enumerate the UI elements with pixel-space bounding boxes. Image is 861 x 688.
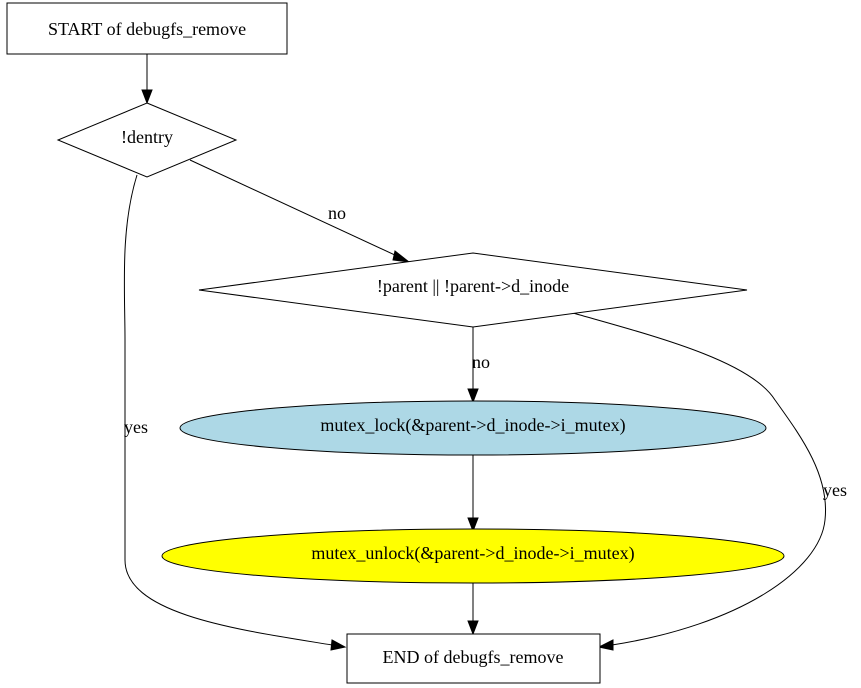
- end-box: [346, 633, 601, 684]
- dentry-check-label: !dentry: [121, 127, 173, 147]
- edge-label-parent-yes: yes: [823, 480, 847, 500]
- edge-dentry-yes: yes: [123, 174, 347, 651]
- start-box: [6, 2, 288, 55]
- mutex-lock-node: mutex_lock(&parent->d_inode->i_mutex): [179, 400, 767, 456]
- edge-label-dentry-no: no: [328, 203, 346, 223]
- parent-check-label: !parent || !parent->d_inode: [377, 276, 569, 296]
- start-label: START of debugfs_remove: [48, 19, 246, 39]
- edge-start-to-dentry-check: [141, 54, 153, 105]
- parent-check-node: !parent || !parent->d_inode: [198, 252, 748, 328]
- dentry-check-node: !dentry: [56, 102, 238, 178]
- mutex-unlock-node: mutex_unlock(&parent->d_inode->i_mutex): [161, 528, 785, 584]
- mutex-unlock-label: mutex_unlock(&parent->d_inode->i_mutex): [311, 543, 634, 564]
- edge-dentry-no: no: [189, 159, 411, 263]
- end-node: END of debugfs_remove: [346, 633, 601, 684]
- dentry-check-diamond: [56, 102, 238, 178]
- mutex-lock-ellipse: [179, 400, 767, 456]
- edge-parent-yes: yes: [572, 312, 847, 651]
- mutex-unlock-ellipse: [161, 528, 785, 584]
- edge-unlock-to-end: [467, 583, 479, 636]
- edge-lock-to-unlock: [467, 455, 479, 533]
- edge-parent-no: no: [467, 327, 490, 404]
- parent-check-diamond: [198, 252, 748, 328]
- edge-label-dentry-yes: yes: [124, 417, 148, 437]
- end-label: END of debugfs_remove: [383, 647, 564, 667]
- start-node: START of debugfs_remove: [6, 2, 288, 55]
- edge-label-parent-no: no: [472, 352, 490, 372]
- mutex-lock-label: mutex_lock(&parent->d_inode->i_mutex): [320, 415, 625, 436]
